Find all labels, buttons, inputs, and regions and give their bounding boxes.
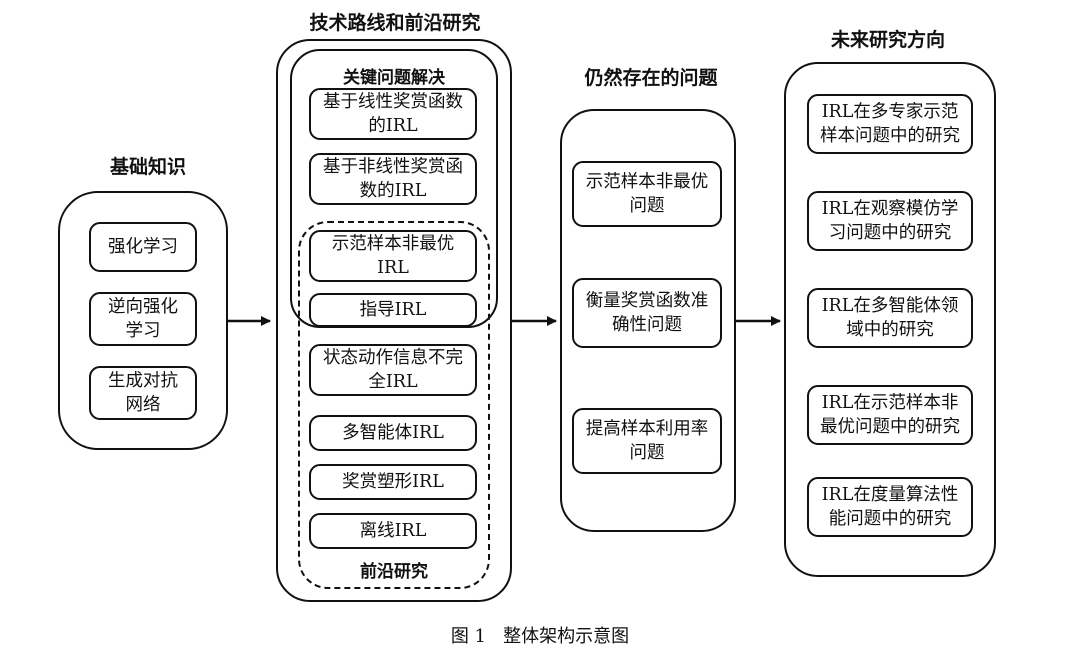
basics-item-irl: 逆向强化 学习 (89, 292, 197, 346)
basics-item-rl: 强化学习 (89, 222, 197, 272)
problems-group (560, 109, 736, 532)
problem-item-sample-efficiency: 提高样本利用率 问题 (572, 408, 722, 474)
heading-problems: 仍然存在的问题 (584, 67, 718, 89)
future-item-multi-expert: IRL在多专家示范 样本问题中的研究 (807, 94, 973, 154)
future-item-suboptimal-demo: IRL在示范样本非 最优问题中的研究 (807, 385, 973, 445)
problem-item-reward-accuracy: 衡量奖赏函数准 确性问题 (572, 278, 722, 348)
problem-item-suboptimal: 示范样本非最优 问题 (572, 161, 722, 227)
tech-item-suboptimal-demo: 示范样本非最优 IRL (309, 230, 477, 282)
frontier-label: 前沿研究 (360, 562, 428, 582)
heading-tech: 技术路线和前沿研究 (309, 12, 481, 34)
frontier-group (298, 221, 490, 589)
future-item-observation-imitation: IRL在观察模仿学 习问题中的研究 (807, 191, 973, 251)
tech-item-linear-reward: 基于线性奖赏函数 的IRL (309, 88, 477, 140)
future-item-multi-agent: IRL在多智能体领 域中的研究 (807, 288, 973, 348)
key-problems-group (290, 49, 498, 328)
heading-future: 未来研究方向 (830, 29, 945, 51)
basics-group (58, 191, 228, 450)
tech-item-offline: 离线IRL (309, 513, 477, 549)
basics-item-gan: 生成对抗 网络 (89, 366, 197, 420)
tech-item-incomplete-info: 状态动作信息不完 全IRL (309, 344, 477, 396)
tech-item-guided-irl: 指导IRL (309, 293, 477, 327)
tech-item-reward-shaping: 奖赏塑形IRL (309, 464, 477, 500)
tech-item-nonlinear-reward: 基于非线性奖赏函 数的IRL (309, 153, 477, 205)
future-item-metric-performance: IRL在度量算法性 能问题中的研究 (807, 477, 973, 537)
figure-caption: 图 1 整体架构示意图 (450, 626, 630, 647)
future-group (784, 62, 996, 577)
heading-basics: 基础知识 (109, 156, 186, 178)
tech-group (276, 39, 512, 602)
key-problems-label: 关键问题解决 (343, 68, 445, 88)
tech-item-multi-agent: 多智能体IRL (309, 415, 477, 451)
